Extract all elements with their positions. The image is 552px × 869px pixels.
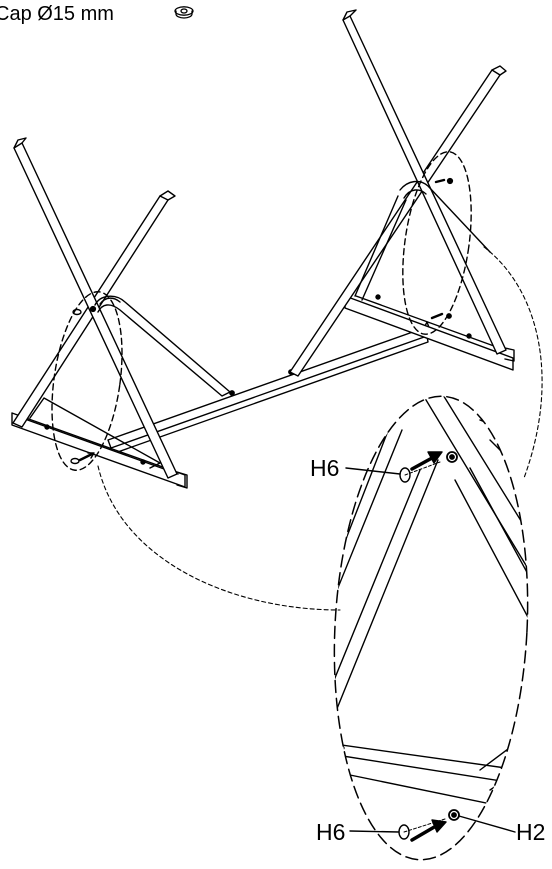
detail-marker-left — [51, 291, 123, 471]
callout-h6-lower: H6 — [316, 819, 345, 845]
arrow-lower — [410, 824, 438, 842]
leader-lower-h2 — [458, 815, 516, 833]
leader-upper-h6 — [345, 467, 401, 475]
callout-h2-lower: H2 — [516, 819, 545, 845]
callout-h6-upper: H6 — [310, 455, 339, 481]
leader-lower-h6 — [349, 830, 400, 833]
cap-icon — [174, 6, 194, 19]
hole-lower — [448, 809, 460, 821]
right-leg-frame — [289, 9, 515, 377]
zoom-connector-right — [483, 246, 543, 479]
zoom-connector — [97, 465, 341, 611]
detail-view — [322, 391, 540, 861]
part-label-cap: Cap Ø15 mm — [0, 3, 114, 25]
hole-upper — [446, 451, 458, 463]
cap-part-upper — [399, 467, 411, 483]
left-leg-frame — [11, 137, 231, 489]
detail-marker-right — [402, 151, 472, 335]
arrow-upper — [410, 456, 434, 471]
